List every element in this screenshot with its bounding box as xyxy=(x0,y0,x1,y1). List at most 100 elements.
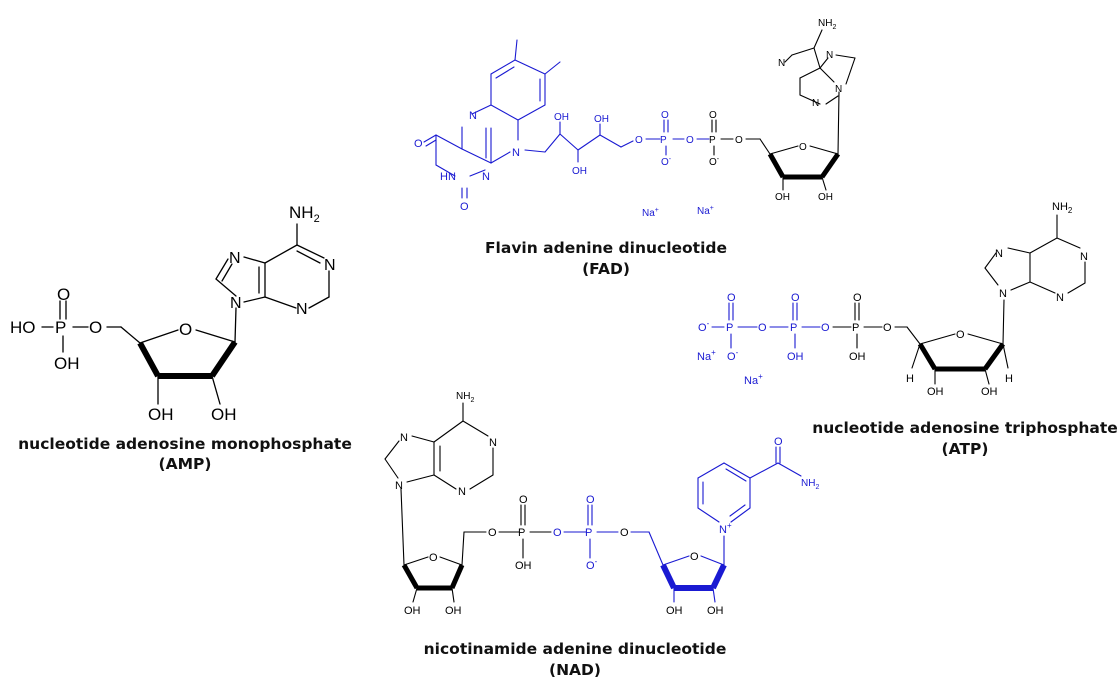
fad-ad-3 xyxy=(835,54,856,59)
atp-title: nucleotide adenosine triphosphate xyxy=(812,419,1118,437)
fad-ad-2 xyxy=(819,57,829,69)
atp-h1-label: H xyxy=(906,373,914,385)
fad-pm-3 xyxy=(435,164,456,177)
fad-chain-2 xyxy=(544,133,561,153)
fad-flavin-structure xyxy=(423,39,710,199)
fad-ad-7 xyxy=(799,94,821,105)
nad-n7-label: N xyxy=(400,432,408,444)
fad-c2-c1-wedge xyxy=(819,152,841,179)
nad-n-pyr-label: N+ xyxy=(719,521,732,536)
amp-oh-c2-label: OH xyxy=(211,405,237,424)
fad-chain-3 xyxy=(559,133,579,151)
nad-c5b-c4b xyxy=(648,531,664,566)
fad-c4-c3-wedge xyxy=(767,152,786,179)
atp-ch2-c4 xyxy=(906,326,921,345)
fad-ad-9 xyxy=(813,47,821,69)
amp-n3-label: N xyxy=(296,301,308,318)
amp-o-top-label: O xyxy=(57,285,70,304)
fad-om2-label: O- xyxy=(709,156,720,168)
atp-ad-7 xyxy=(1056,237,1081,249)
nad-r1-c5 xyxy=(461,531,465,566)
fad-bz-1 xyxy=(514,59,546,75)
nad-amide-n xyxy=(777,462,802,477)
nad-r1-c1-c2 xyxy=(401,563,420,590)
fad-bz-double-2 xyxy=(495,66,515,79)
amp-labels: NH2 N N N N O HO P O OH O OH OH xyxy=(10,203,336,424)
atp-ad-5 xyxy=(1010,281,1031,291)
fad-chain-1 xyxy=(524,149,546,153)
atp-ad-2 xyxy=(984,252,997,269)
nad-ad-6 xyxy=(433,420,464,443)
atp-n3-label: N xyxy=(1056,292,1064,304)
fad-p1-label: P xyxy=(660,135,667,146)
atp-ad-6 xyxy=(1029,237,1058,254)
fad-oh3-label: OH xyxy=(594,114,609,125)
atp-h2-label: H xyxy=(1005,373,1013,385)
fad-n-f1-label: N xyxy=(469,110,477,122)
nad-o-m-label: O xyxy=(553,527,562,539)
nad-n3-label: N xyxy=(458,486,466,498)
amp-ch2-c4-bond xyxy=(120,326,141,344)
nad-oh-r1b-label: OH xyxy=(445,605,462,617)
fad-om1-label: O- xyxy=(661,156,672,168)
atp-o-b2-label: O xyxy=(821,322,830,334)
fad-ad-10 xyxy=(791,47,815,56)
nad-py-4d xyxy=(725,468,747,482)
atp-om-b-label: O- xyxy=(727,348,739,363)
nad-oh-r1a-label: OH xyxy=(404,605,421,617)
fad-hn-label: HN xyxy=(440,171,456,183)
atp-phosphate-structure xyxy=(711,302,821,349)
atp-c1-n9 xyxy=(1002,299,1005,345)
fad-p2-label: P xyxy=(709,135,716,146)
atp-nh2-label: NH2 xyxy=(1052,201,1073,215)
amp-c8-n7-double xyxy=(221,263,233,282)
fad-na1-label: Na+ xyxy=(642,207,659,219)
nad-oh-r2a-label: OH xyxy=(666,605,683,617)
nad-r1-c1-o xyxy=(403,556,429,566)
nad-r2-c4-c3 xyxy=(660,563,677,590)
fad-ad-4 xyxy=(845,57,856,85)
atp-om-l-label: O- xyxy=(698,319,710,334)
amp-c4-c3-wedge xyxy=(137,341,161,378)
atp-o-c1 xyxy=(967,333,1004,345)
fad-methyl-1 xyxy=(514,39,518,61)
nad-py-6 xyxy=(730,507,751,523)
atp-na1-label: Na+ xyxy=(697,348,716,363)
amp-p-label: P xyxy=(55,318,66,337)
fad-chain-5 xyxy=(599,134,622,148)
atp-o-t1-label: O xyxy=(727,292,736,304)
atp-c2-oh xyxy=(984,368,990,385)
amp-c2-oh-bond xyxy=(211,375,221,405)
nad-o-ring1-label: O xyxy=(429,552,438,564)
fad-n-a1-label: N xyxy=(778,58,785,69)
nad-nh2-label: NH2 xyxy=(456,391,474,404)
fad-chain-o xyxy=(620,140,634,148)
nad-o-r-label: O xyxy=(620,527,629,539)
atp-ad-10 xyxy=(1029,281,1056,294)
nad-amide-c xyxy=(749,462,779,479)
fad-oh2-label: OH xyxy=(572,166,587,177)
fad-ob-label: O xyxy=(709,110,717,121)
atp-ad-3 xyxy=(1007,247,1031,254)
amp-n7-c5-bond xyxy=(243,256,266,264)
amp-c5-c6-bond xyxy=(264,244,298,264)
fad-pz-3 xyxy=(461,148,492,164)
fad-bz-3 xyxy=(517,104,546,121)
amp-c4-o-bond xyxy=(139,329,179,344)
fad-pz-4 xyxy=(490,151,511,164)
nad-ad-3 xyxy=(469,474,494,490)
atp-n1-label: N xyxy=(1080,251,1088,263)
amp-c8-n7-bond xyxy=(215,258,229,280)
atp-ad-9 xyxy=(1067,282,1086,294)
atp-oh-p3-label: OH xyxy=(849,351,866,363)
amp-o-ring-label: O xyxy=(179,320,192,339)
nad-o-t2-label: O xyxy=(586,494,595,506)
atp-o-t2-label: O xyxy=(791,292,800,304)
atp-adenosine-structure xyxy=(832,214,1086,385)
fad-c1-n9 xyxy=(837,91,840,155)
atp-p3-label: P xyxy=(852,322,859,334)
nad-abbrev: (NAD) xyxy=(549,661,601,679)
nad-o-t1-label: O xyxy=(519,494,528,506)
amp-n9-c8-bond xyxy=(215,278,237,297)
